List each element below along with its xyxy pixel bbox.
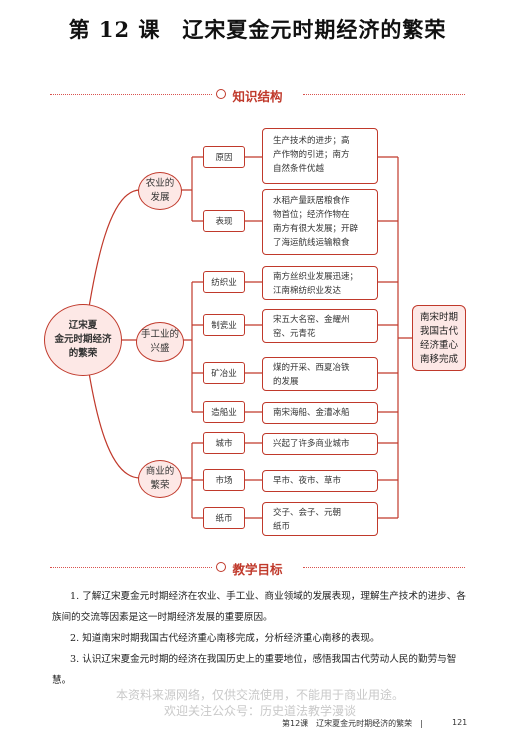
notes-reason: 生产技术的进步；高 产作物的引进；南方 自然条件优越	[262, 128, 378, 184]
label-performance: 表现	[203, 210, 245, 232]
notes-city: 兴起了许多商业城市	[262, 433, 378, 455]
mindmap-connectors	[83, 156, 412, 519]
knowledge-structure-title: 知识结构	[232, 89, 283, 104]
outcome-line: 我国古代	[419, 326, 458, 337]
header-divider-right	[303, 567, 465, 568]
branch-agriculture-line: 发展	[150, 192, 170, 203]
header-dot-icon	[216, 562, 226, 572]
label-shipbuilding: 造船业	[203, 401, 245, 423]
note-line: 煤的开采、西夏冶铁	[273, 363, 350, 373]
note-line: 兴起了许多商业城市	[273, 439, 350, 449]
notes-paper-money: 交子、会子、元朝 纸币	[262, 502, 378, 536]
notes-mining: 煤的开采、西夏冶铁 的发展	[262, 357, 378, 391]
page-footer: 第12课 辽宋夏金元时期经济的繁荣 | 121	[282, 718, 482, 729]
notes-porcelain: 宋五大名窑、金耀州 窑、元青花	[262, 309, 378, 343]
header-dot-icon	[216, 89, 226, 99]
note-line: 早市、夜市、草市	[273, 476, 342, 486]
label-mining: 矿冶业	[203, 362, 245, 384]
branch-handicraft-line: 兴盛	[150, 343, 170, 354]
outcome-line: 经济重心	[419, 340, 458, 351]
connector-notes-outcome	[378, 156, 412, 519]
note-line: 南宋海船、金漕冰船	[273, 408, 350, 418]
note-line: 水稻产量跃居粮食作	[273, 196, 350, 206]
note-line: 物首位；经济作物在	[273, 210, 350, 220]
note-line: 宋五大名窑、金耀州	[273, 315, 350, 325]
footer-lesson: 第12课 辽宋夏金元时期经济的繁荣 |	[282, 719, 423, 728]
header-divider-left	[50, 94, 212, 95]
note-line: 自然条件优越	[273, 164, 325, 174]
note-line: 生产技术的进步；高	[273, 136, 350, 146]
label-market: 市场	[203, 469, 245, 491]
branch-commerce-line: 繁荣	[150, 480, 170, 491]
note-line: 产作物的引进；南方	[273, 150, 350, 160]
note-line: 的发展	[273, 377, 299, 387]
note-line: 纸币	[273, 522, 291, 532]
notes-performance: 水稻产量跃居粮食作 物首位；经济作物在 南方有很大发展；开辟 了海运航线运输粮食	[262, 189, 378, 255]
watermark-line: 本资料来源网络，仅供交流使用，不能用于商业用途。	[115, 688, 404, 702]
connector-handicraft-children	[180, 281, 203, 413]
goal-item: 3. 认识辽宋夏金元时期的经济在我国历史上的重要地位，感悟我国古代劳动人民的勤劳…	[52, 654, 457, 686]
teaching-goals-title: 教学目标	[232, 562, 283, 577]
watermark-line: 欢迎关注公众号：历史道法教学漫谈	[163, 704, 356, 718]
label-textile: 纺织业	[203, 271, 245, 293]
label-paper-money: 纸币	[203, 507, 245, 529]
branch-agriculture-line: 农业的	[145, 178, 175, 189]
teaching-goals-list: 1. 了解辽宋夏金元时期经济在农业、手工业、商业领域的发展表现，理解生产技术的进…	[52, 586, 467, 691]
root-line: 辽宋夏	[68, 320, 98, 331]
notes-shipbuilding: 南宋海船、金漕冰船	[262, 402, 378, 424]
page-number: 121	[452, 718, 468, 727]
note-line: 窑、元青花	[273, 329, 316, 339]
branch-handicraft: 手工业的兴盛	[136, 322, 184, 362]
mindmap-root: 辽宋夏 金元时期经济 的繁荣	[44, 304, 122, 376]
branch-handicraft-line: 手工业的	[140, 329, 179, 340]
connector-commerce-children	[180, 442, 203, 519]
note-line: 了海运航线运输粮食	[273, 238, 350, 248]
note-line: 江南棉纺织业发达	[273, 286, 342, 296]
goal-item: 2. 知道南宋时期我国古代经济重心南移完成，分析经济重心南移的表现。	[70, 633, 380, 644]
knowledge-structure-header: 知识结构	[0, 85, 515, 105]
root-line: 的繁荣	[68, 348, 98, 359]
label-city: 城市	[203, 432, 245, 454]
outcome-line: 南移完成	[419, 354, 458, 365]
root-line: 金元时期经济	[54, 334, 112, 345]
connector-agriculture-children	[180, 156, 203, 222]
header-divider-right	[303, 94, 465, 95]
page-title: 第 12 课 辽宋夏金元时期经济的繁荣	[68, 17, 447, 42]
label-porcelain: 制瓷业	[203, 314, 245, 336]
notes-market: 早市、夜市、草市	[262, 470, 378, 492]
teaching-goals-header: 教学目标	[0, 558, 515, 578]
note-line: 南方有很大发展；开辟	[273, 224, 359, 234]
header-divider-left	[50, 567, 212, 568]
branch-commerce-line: 商业的	[145, 466, 175, 477]
branch-commerce: 商业的繁荣	[138, 460, 182, 498]
outcome-box: 南宋时期 我国古代 经济重心 南移完成	[412, 305, 466, 371]
notes-textile: 南方丝织业发展迅速； 江南棉纺织业发达	[262, 266, 378, 300]
connector-label-notes	[245, 156, 262, 519]
note-line: 南方丝织业发展迅速；	[273, 272, 359, 282]
goal-item: 1. 了解辽宋夏金元时期经济在农业、手工业、商业领域的发展表现，理解生产技术的进…	[52, 591, 466, 623]
branch-agriculture: 农业的发展	[138, 172, 182, 210]
outcome-line: 南宋时期	[419, 312, 458, 323]
label-reason: 原因	[203, 146, 245, 168]
note-line: 交子、会子、元朝	[273, 508, 342, 518]
